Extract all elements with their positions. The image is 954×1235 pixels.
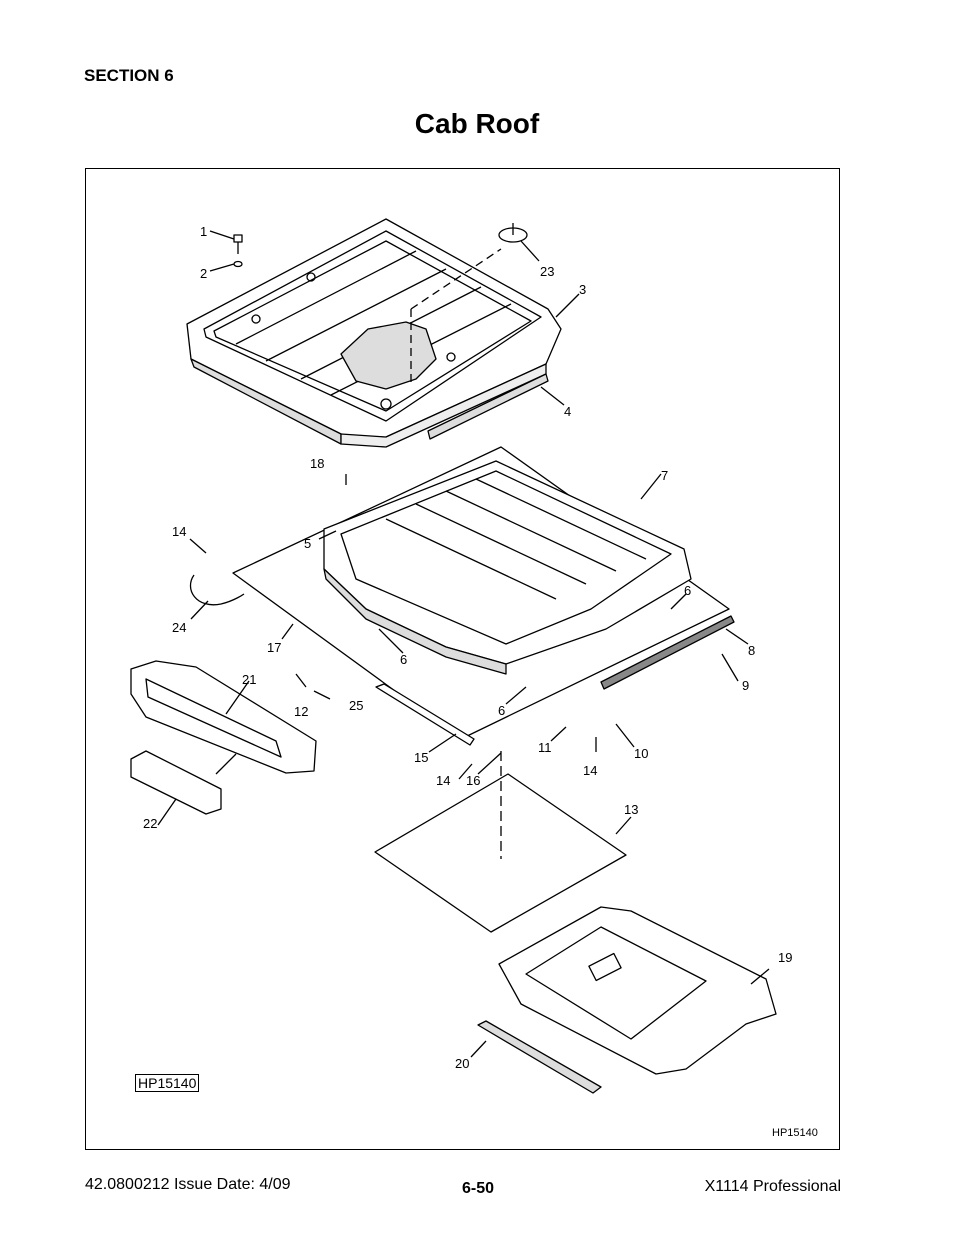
callout-9: 9	[742, 678, 750, 693]
callout-13: 13	[624, 802, 639, 817]
callout-19: 19	[778, 950, 793, 965]
page-title: Cab Roof	[414, 108, 540, 139]
callout-16: 16	[466, 773, 481, 788]
gasket-part	[374, 773, 627, 933]
callout-21: 21	[242, 672, 257, 687]
grille-part	[600, 615, 735, 690]
page-number: 6-50	[462, 1180, 495, 1197]
callout-1: 1	[200, 224, 208, 239]
callout-5: 5	[304, 536, 312, 551]
callout-24: 24	[172, 620, 187, 635]
figure-id-code: HP15140	[772, 1127, 818, 1139]
cap-part	[498, 223, 528, 243]
callout-6: 6	[400, 652, 408, 667]
callout-8: 8	[748, 643, 756, 658]
model-name: X1114 Professional	[704, 1178, 841, 1195]
callout-7: 7	[661, 468, 669, 483]
inner-frame-part	[232, 446, 730, 740]
callout-15: 15	[414, 750, 429, 765]
callout-2: 2	[200, 266, 208, 281]
callout-6: 6	[498, 703, 506, 718]
section-heading: SECTION 6	[84, 66, 174, 85]
headliner-part	[498, 906, 777, 1075]
callout-6: 6	[684, 583, 692, 598]
seal-strip-part	[477, 1020, 602, 1094]
bracket-part	[375, 683, 475, 746]
exploded-view-figure: 1 2 3 4 5 6 6 6 7 8 9 10 11 12 13 14 14 …	[85, 168, 840, 1150]
callout-11: 11	[538, 740, 552, 755]
callout-14: 14	[583, 763, 598, 778]
visor-housing-part	[130, 660, 317, 774]
callout-12: 12	[294, 704, 309, 719]
callout-18: 18	[310, 456, 325, 471]
callout-14: 14	[436, 773, 451, 788]
callout-17: 17	[267, 640, 282, 655]
figure-id-box: HP15140	[135, 1074, 200, 1092]
callout-3: 3	[579, 282, 587, 297]
foam-seal-part	[427, 373, 549, 440]
wire-harness-part	[189, 574, 245, 606]
callout-20: 20	[455, 1056, 470, 1071]
callout-14: 14	[172, 524, 187, 539]
callout-23: 23	[540, 264, 555, 279]
callout-4: 4	[564, 404, 572, 419]
parts-diagram	[130, 218, 777, 1094]
document-number: 42.0800212 Issue Date: 4/09	[85, 1176, 291, 1193]
callout-10: 10	[634, 746, 649, 761]
roof-top-part	[186, 218, 562, 448]
mirror-part	[130, 750, 222, 815]
bolt-part	[233, 234, 243, 268]
callout-25: 25	[349, 698, 364, 713]
callout-22: 22	[143, 816, 158, 831]
